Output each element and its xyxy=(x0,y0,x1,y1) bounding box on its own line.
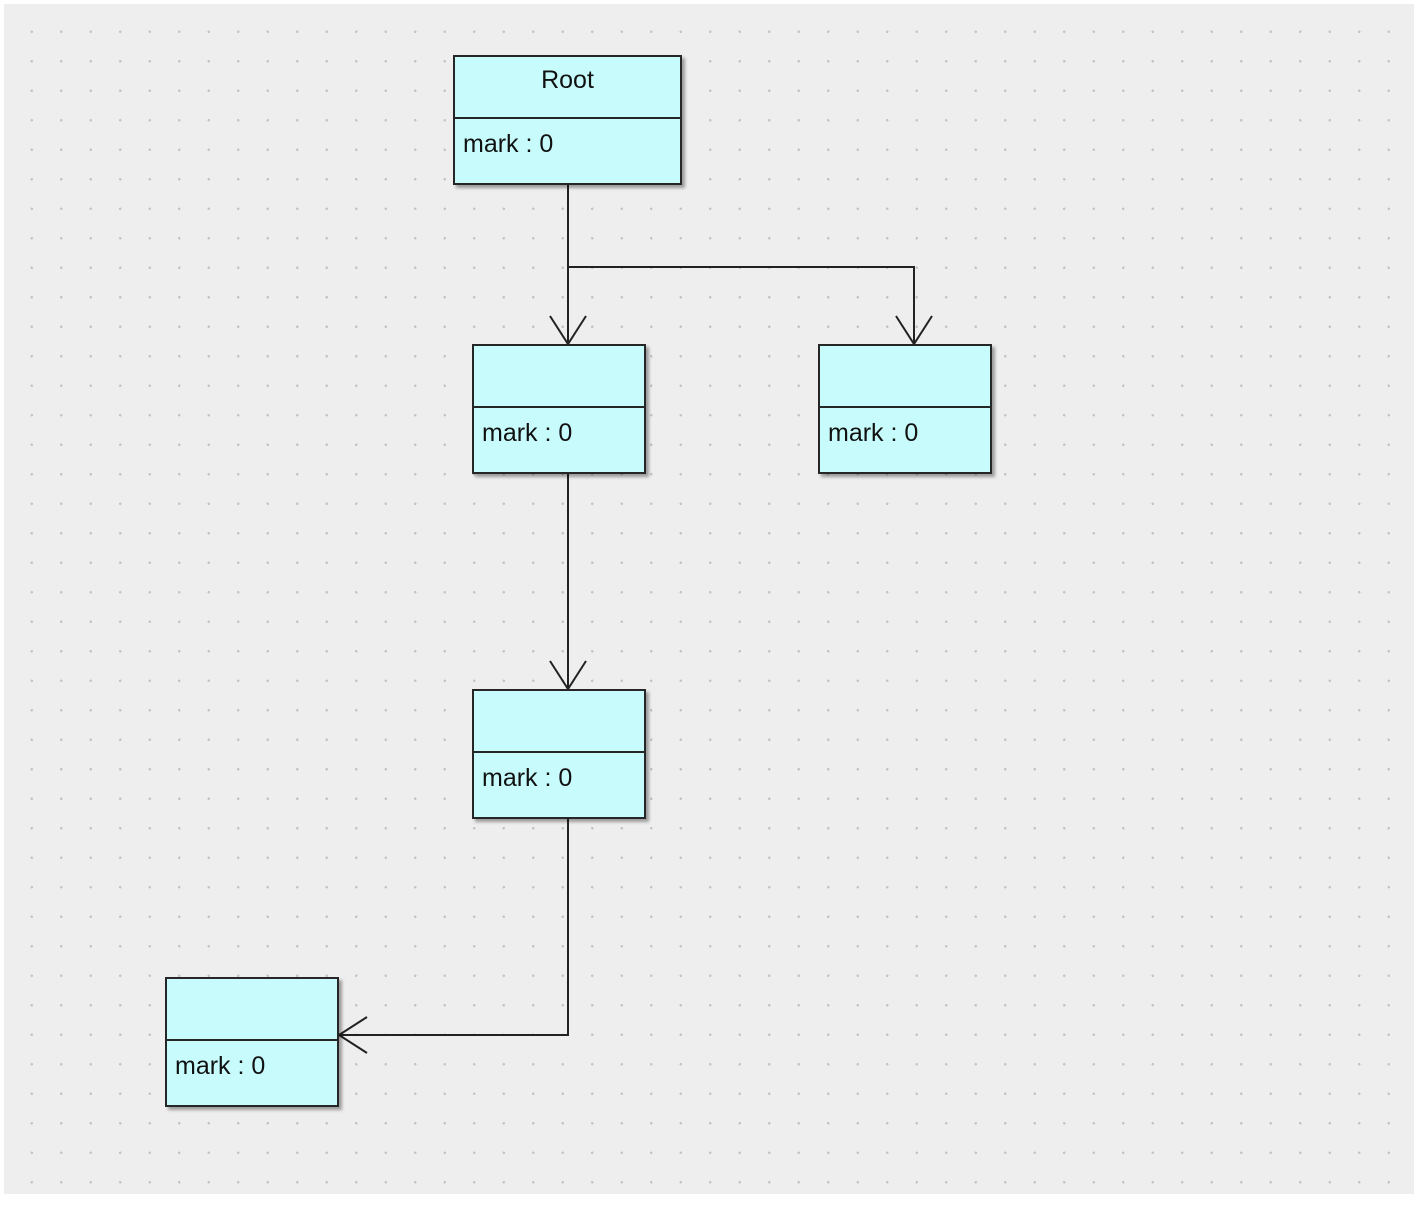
class-node-attribute: mark : 0 xyxy=(175,1052,266,1080)
class-node-child-right[interactable]: mark : 0 xyxy=(818,344,992,474)
class-node-root[interactable]: Root mark : 0 xyxy=(453,55,682,185)
class-node-title xyxy=(474,346,644,408)
class-node-title: Root xyxy=(455,57,680,119)
class-node-grandchild[interactable]: mark : 0 xyxy=(472,689,646,819)
class-node-attribute: mark : 0 xyxy=(828,419,919,447)
edge-root-to-b[interactable] xyxy=(568,266,915,344)
class-node-attribute: mark : 0 xyxy=(463,130,554,158)
edge-c-to-d[interactable] xyxy=(339,819,569,1036)
class-node-title xyxy=(820,346,990,408)
class-node-child-left[interactable]: mark : 0 xyxy=(472,344,646,474)
class-node-title xyxy=(474,691,644,753)
class-node-title xyxy=(167,979,337,1041)
class-node-attribute: mark : 0 xyxy=(482,419,573,447)
class-node-attribute: mark : 0 xyxy=(482,764,573,792)
diagram-canvas[interactable]: Root mark : 0 mark : 0 mark : 0 mark : 0… xyxy=(4,4,1414,1194)
class-node-leaf[interactable]: mark : 0 xyxy=(165,977,339,1107)
arrowhead-d xyxy=(337,1016,368,1054)
